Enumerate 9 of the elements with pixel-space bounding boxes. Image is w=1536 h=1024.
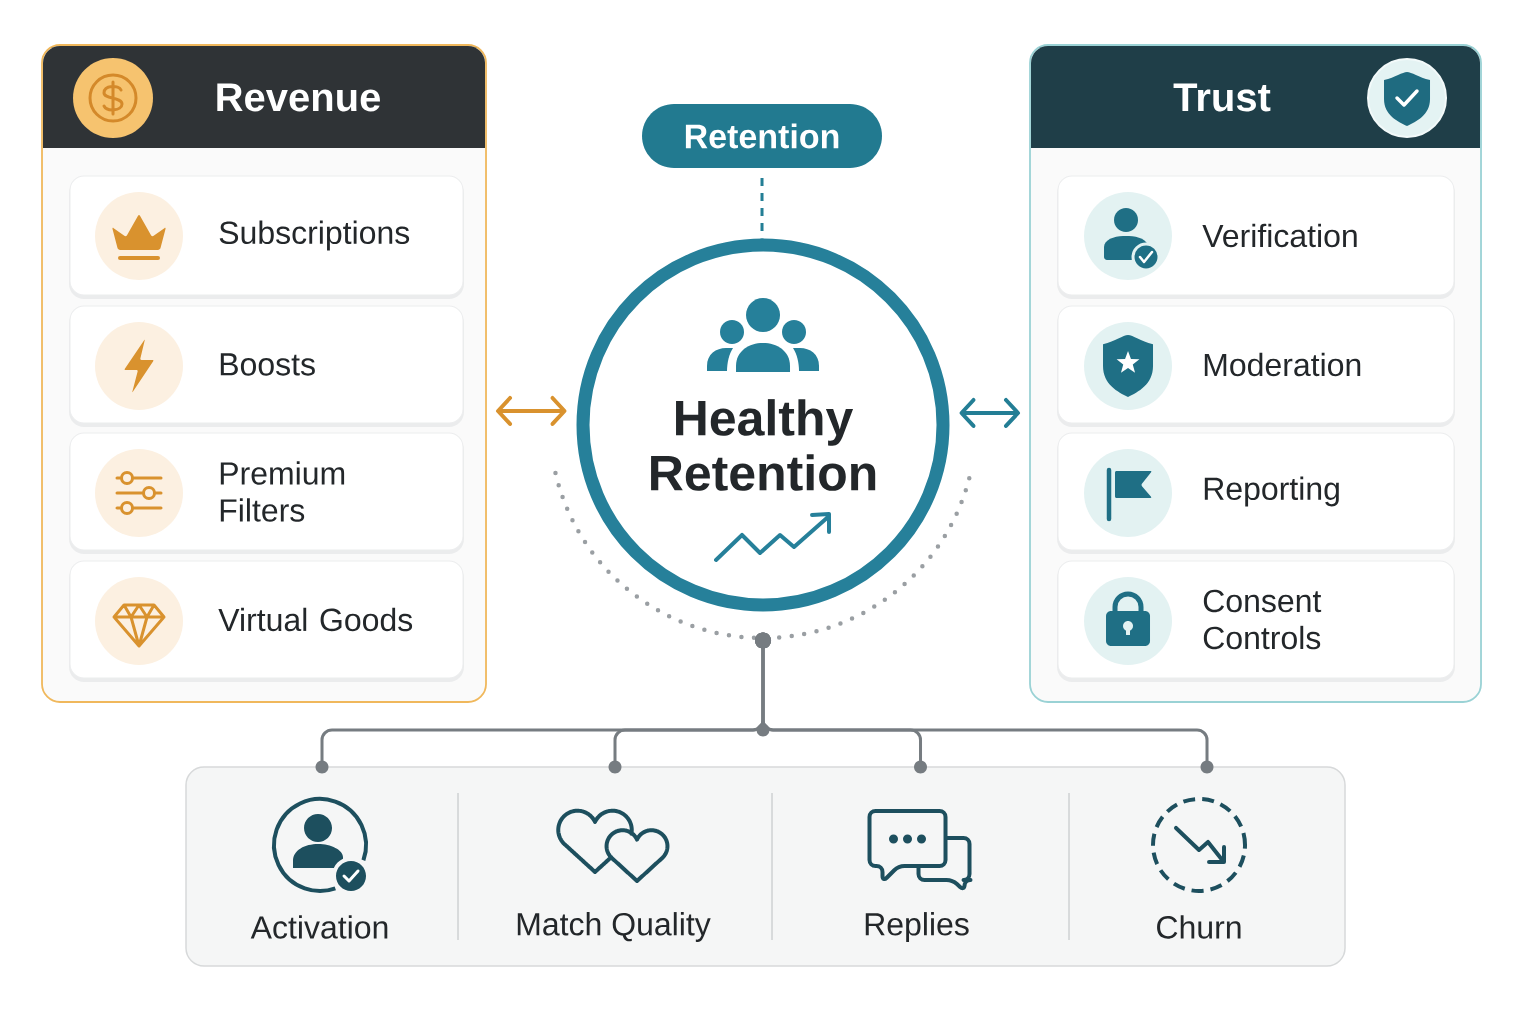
double-arrow — [959, 398, 1020, 428]
metric-label: Activation — [250, 915, 388, 939]
double-arrow — [496, 396, 567, 426]
metric-label: Replies — [865, 912, 969, 942]
metric-panel — [185, 766, 1346, 967]
connector-line — [755, 632, 1209, 762]
metric-label: Churn — [1157, 915, 1241, 939]
metric-label: Match Quality — [517, 912, 711, 942]
pill-badge: Retention — [642, 104, 882, 168]
